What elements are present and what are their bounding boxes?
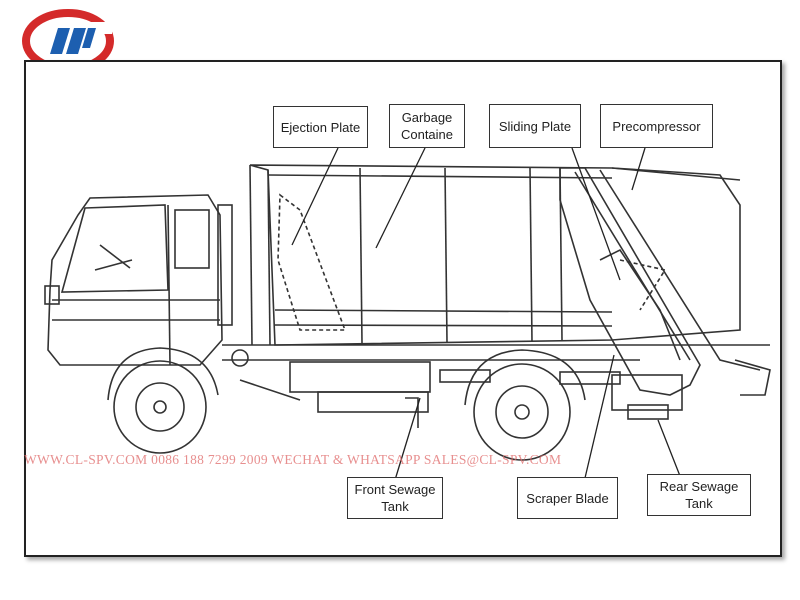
label-garbage-container: Garbage Containe <box>389 104 465 148</box>
label-ejection-plate: Ejection Plate <box>273 106 368 148</box>
label-scraper-blade: Scraper Blade <box>517 477 618 519</box>
label-sliding-plate: Sliding Plate <box>489 104 581 148</box>
watermark-text: WWW.CL-SPV.COM 0086 188 7299 2009 WECHAT… <box>24 452 562 467</box>
label-precompressor: Precompressor <box>600 104 713 148</box>
label-front-sewage-tank: Front Sewage Tank <box>347 477 443 519</box>
label-rear-sewage-tank: Rear Sewage Tank <box>647 474 751 516</box>
